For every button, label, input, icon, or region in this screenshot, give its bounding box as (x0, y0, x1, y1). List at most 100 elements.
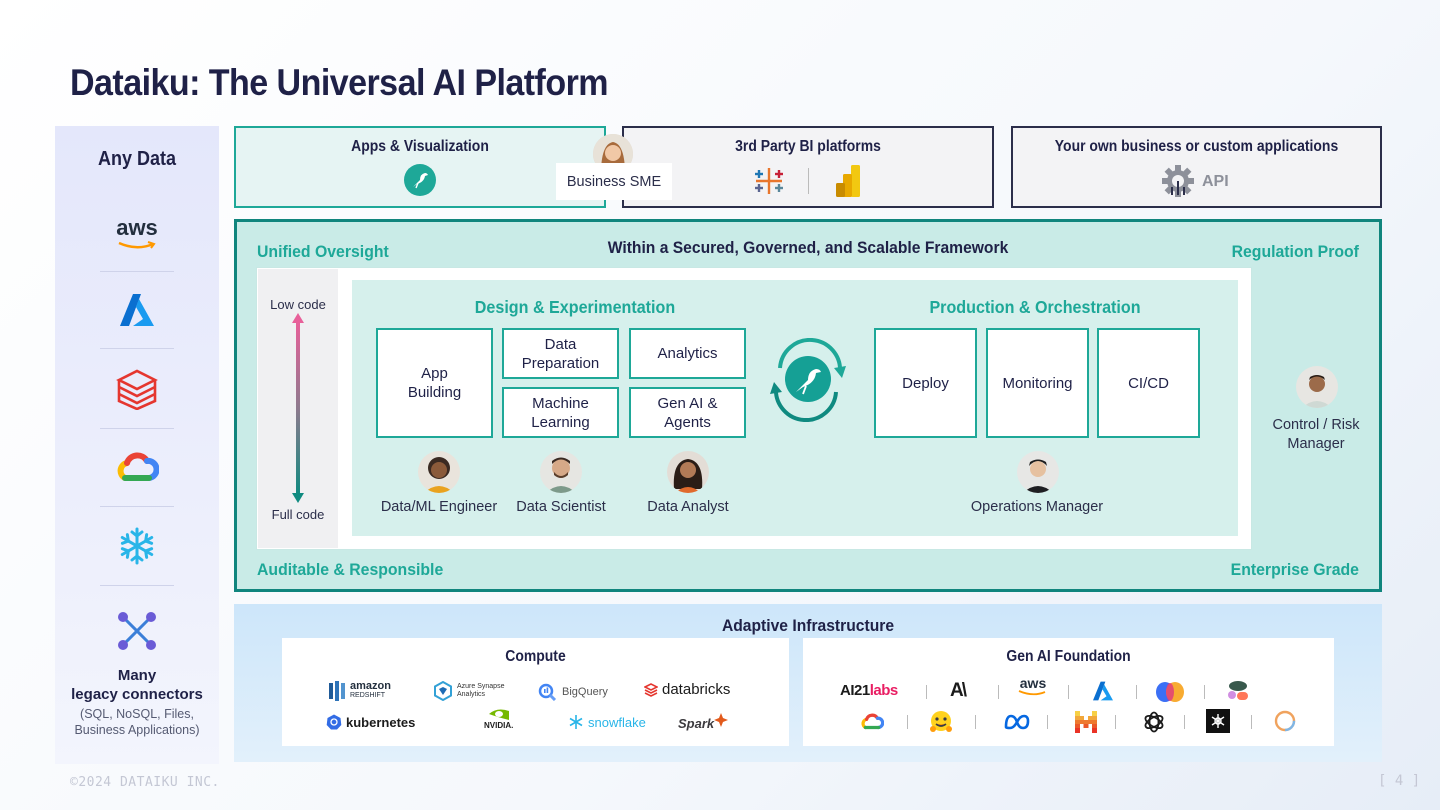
full-code-label: Full code (271, 507, 325, 522)
divider (100, 271, 174, 272)
tableau-icon (752, 164, 786, 203)
synapse-line-2: Analytics (457, 691, 486, 698)
cicd-box: CI/CD (1097, 328, 1200, 438)
openai-icon (1142, 710, 1166, 739)
bi-platforms-box: 3rd Party BI platforms (622, 126, 994, 208)
control-risk-manager-avatar (1296, 366, 1338, 408)
genai-line-2: Agents (664, 413, 711, 431)
custom-applications-title: Your own business or custom applications (1054, 138, 1339, 155)
code-spectrum-arrow (290, 313, 306, 508)
power-bi-icon (835, 164, 861, 203)
kubernetes-label: kubernetes (346, 714, 416, 730)
apps-visualization-title: Apps & Visualization (351, 138, 489, 155)
divider (998, 685, 999, 699)
connector-icon (99, 600, 175, 662)
design-experimentation-title: Design & Experimentation (474, 297, 676, 317)
auditable-responsible-label: Auditable & Responsible (257, 560, 444, 579)
many-line-2: legacy connectors (71, 686, 203, 703)
aws-label: aws (116, 215, 158, 240)
many-line-1: Many (117, 667, 157, 684)
divider (926, 685, 927, 699)
synapse-line-1: Azure Synapse (457, 683, 505, 690)
data-ml-engineer-avatar (418, 451, 460, 493)
divider (1204, 685, 1205, 699)
copyright-footer: ©2024 DATAIKU INC. (70, 775, 220, 790)
databricks-logo: databricks (644, 681, 730, 698)
genai-line-1: Gen AI & (657, 394, 718, 412)
app-building-line-2: Building (407, 384, 462, 401)
divider (1068, 685, 1069, 699)
divider (1184, 715, 1185, 729)
regulation-proof-label: Regulation Proof (1231, 242, 1359, 261)
custom-applications-box: Your own business or custom applications… (1011, 126, 1382, 208)
nvidia-logo: NVIDIA. (484, 707, 513, 730)
divider (1115, 715, 1116, 729)
unified-oversight-label: Unified Oversight (257, 242, 389, 261)
divider (1136, 685, 1137, 699)
meta-icon (1003, 713, 1031, 736)
aws-logo: aws (1018, 676, 1048, 696)
operations-manager-avatar (1017, 451, 1059, 493)
low-code-label: Low code (270, 297, 326, 312)
ai21-labs-label: labs (869, 682, 899, 699)
bi-platforms-title: 3rd Party BI platforms (735, 138, 881, 155)
data-ml-engineer-label: Data/ML Engineer (380, 499, 498, 515)
any-data-title: Any Data (97, 148, 177, 170)
business-sme-label: Business SME (556, 163, 672, 200)
many-sub-2: Business Applications) (74, 723, 200, 737)
perplexity-icon (1206, 709, 1230, 733)
control-risk-line-2: Manager (1287, 436, 1345, 452)
redshift-line-2: REDSHIFT (350, 692, 385, 699)
divider (1251, 715, 1252, 729)
data-scientist-label: Data Scientist (516, 499, 606, 515)
copilot-icon (1155, 681, 1185, 708)
many-sub-1: (SQL, NoSQL, Files, (80, 707, 194, 721)
snowflake-logo: snowflake (568, 714, 646, 730)
monitoring-box: Monitoring (986, 328, 1089, 438)
page-title: Dataiku: The Universal AI Platform (70, 62, 609, 103)
gen-ai-agents-box: Gen AI &Agents (629, 387, 746, 438)
databricks-icon (99, 358, 175, 420)
api-label: API (1202, 173, 1229, 190)
snowflake-label: snowflake (588, 714, 646, 730)
divider (907, 715, 908, 729)
databricks-label: databricks (662, 681, 731, 698)
google-cloud-icon (99, 436, 175, 498)
lifecycle-panel (352, 280, 1238, 536)
app-building-line-1: App (421, 365, 448, 382)
divider (100, 348, 174, 349)
google-cloud-gen-icon (860, 712, 885, 736)
ml-line-2: Learning (531, 413, 590, 431)
spark-label: Spark (678, 716, 715, 731)
many-connectors-subtitle: (SQL, NoSQL, Files, Business Application… (55, 706, 219, 738)
analytics-box: Analytics (629, 328, 746, 379)
data-prep-line-1: Data (544, 335, 577, 353)
apache-spark-logo: Spark (678, 708, 729, 731)
azure-openai-icon (1092, 681, 1114, 706)
aws-icon: aws (99, 206, 175, 268)
adaptive-infrastructure-title: Adaptive Infrastructure (721, 616, 895, 635)
api-gear-icon (1161, 164, 1195, 203)
snowflake-icon (99, 515, 175, 577)
divider (100, 585, 174, 586)
anthropic-logo: A\ (950, 680, 967, 701)
divider (100, 506, 174, 507)
divider (808, 168, 809, 194)
redshift-line-1: amazon (350, 680, 391, 692)
aws-gen-label: aws (1019, 675, 1047, 691)
deploy-box: Deploy (874, 328, 977, 438)
divider (1047, 715, 1048, 729)
compute-title: Compute (505, 648, 566, 665)
bigquery-logo: BigQuery (538, 683, 608, 701)
dataiku-bird-icon (404, 164, 436, 196)
dataiku-cycle-icon (766, 337, 850, 427)
nvidia-label: NVIDIA. (484, 721, 514, 730)
data-analyst-avatar (667, 451, 709, 493)
control-risk-line-1: Control / Risk (1272, 417, 1360, 433)
